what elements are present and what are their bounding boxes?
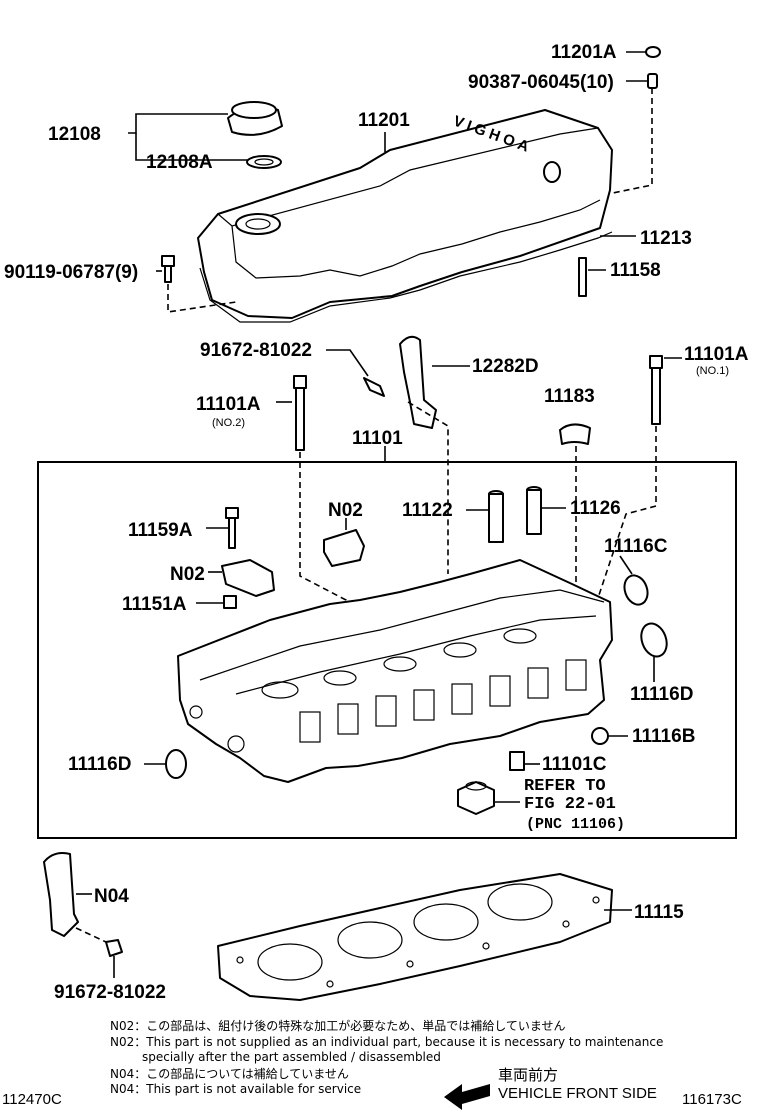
part-90387-bolt [597,73,658,197]
part-11201A-grommet [626,46,661,58]
label-no1: (NO.1) [696,365,729,377]
assembly-box [37,461,737,839]
label-N04: N04 [94,886,129,907]
label-11201A: 11201A [551,42,617,63]
part-11101C [509,751,540,771]
part-91672-bolt-bottom [105,939,123,978]
label-11116B: 11116B [632,726,695,747]
vehicle-front-arrow-icon [444,1084,490,1110]
direction-label-jp: 車両前方 [498,1067,558,1084]
part-11126-guide [526,486,566,535]
label-11101A-no1: 11101A [684,344,749,365]
label-91672-81022-top: 91672-81022 [200,340,312,361]
label-fig-22-01: FIG 22-01 [524,795,616,814]
part-N02-cap-a [323,518,365,567]
part-N02-cap-b [208,559,275,597]
label-refer-to: REFER TO [524,777,606,796]
label-90119-06787: 90119-06787(9) [4,262,138,283]
part-12108-oil-cap [128,101,283,169]
direction-label-en: VEHICLE FRONT SIDE [498,1085,657,1102]
part-11101A-no1-bolt [595,355,682,605]
note-n04-en: N04：This part is not available for servi… [110,1082,361,1096]
label-N02-b: N02 [170,564,205,585]
part-11101-cylinder-head [177,559,613,783]
label-11183: 11183 [544,386,595,407]
label-11101A-no2: 11101A [196,394,261,415]
label-N02-a: N02 [328,500,363,521]
part-11116D-plug-right [640,622,668,682]
label-11116C: 11116C [604,536,668,557]
note-n04-jp: N04：この部品については補給していません [110,1066,349,1081]
label-11151A: 11151A [122,594,187,615]
part-11116D-plug-left [144,749,187,779]
label-11101C: 11101C [542,754,607,775]
label-11213: 11213 [640,228,692,249]
label-12282D: 12282D [472,356,539,377]
note-n02-en-1: N02：This part is not supplied as an indi… [110,1035,663,1049]
label-11126: 11126 [570,498,621,519]
part-12282D-bracket [399,335,470,574]
part-11151A [196,595,237,609]
label-90387-06045: 90387-06045(10) [468,72,614,93]
part-N04-bracket [43,852,107,943]
part-90119-bolt [156,255,237,313]
label-11158: 11158 [610,260,661,281]
figure-code-left: 112470C [2,1091,62,1108]
note-n02-en-2: specially after the part assembled / dis… [142,1050,441,1064]
part-11106-ref [457,781,520,815]
label-no2: (NO.2) [212,417,245,429]
label-11101: 11101 [352,428,403,449]
label-11116D-left: 11116D [68,754,131,775]
part-11183 [559,423,591,600]
note-n02-jp: N02：この部品は、組付け後の特殊な加工が必要なため、単品では補給していません [110,1018,566,1033]
part-11159A-bolt [206,507,239,549]
label-91672-81022-bottom: 91672-81022 [54,982,166,1003]
part-11116C-plug [619,555,649,606]
part-11122-guide [466,490,504,543]
label-12108: 12108 [48,124,101,145]
part-11116B-plug [591,727,628,745]
label-12108A: 12108A [146,152,213,173]
label-11159A: 11159A [128,520,193,541]
part-91672-bolt-top [326,349,385,397]
part-11101A-no2-bolt [276,375,347,706]
part-11158-stud [578,257,606,297]
label-pnc-11106: (PNC 11106) [526,816,625,833]
label-11115: 11115 [634,902,684,923]
figure-code-right: 116173C [682,1091,742,1108]
part-11213-gasket [199,231,636,323]
label-11122: 11122 [402,500,453,521]
label-11116D-right: 11116D [630,684,693,705]
label-11201: 11201 [358,110,410,131]
part-11201-head-cover: VIGHOA [197,109,613,319]
part-11115-head-gasket [217,873,632,1001]
